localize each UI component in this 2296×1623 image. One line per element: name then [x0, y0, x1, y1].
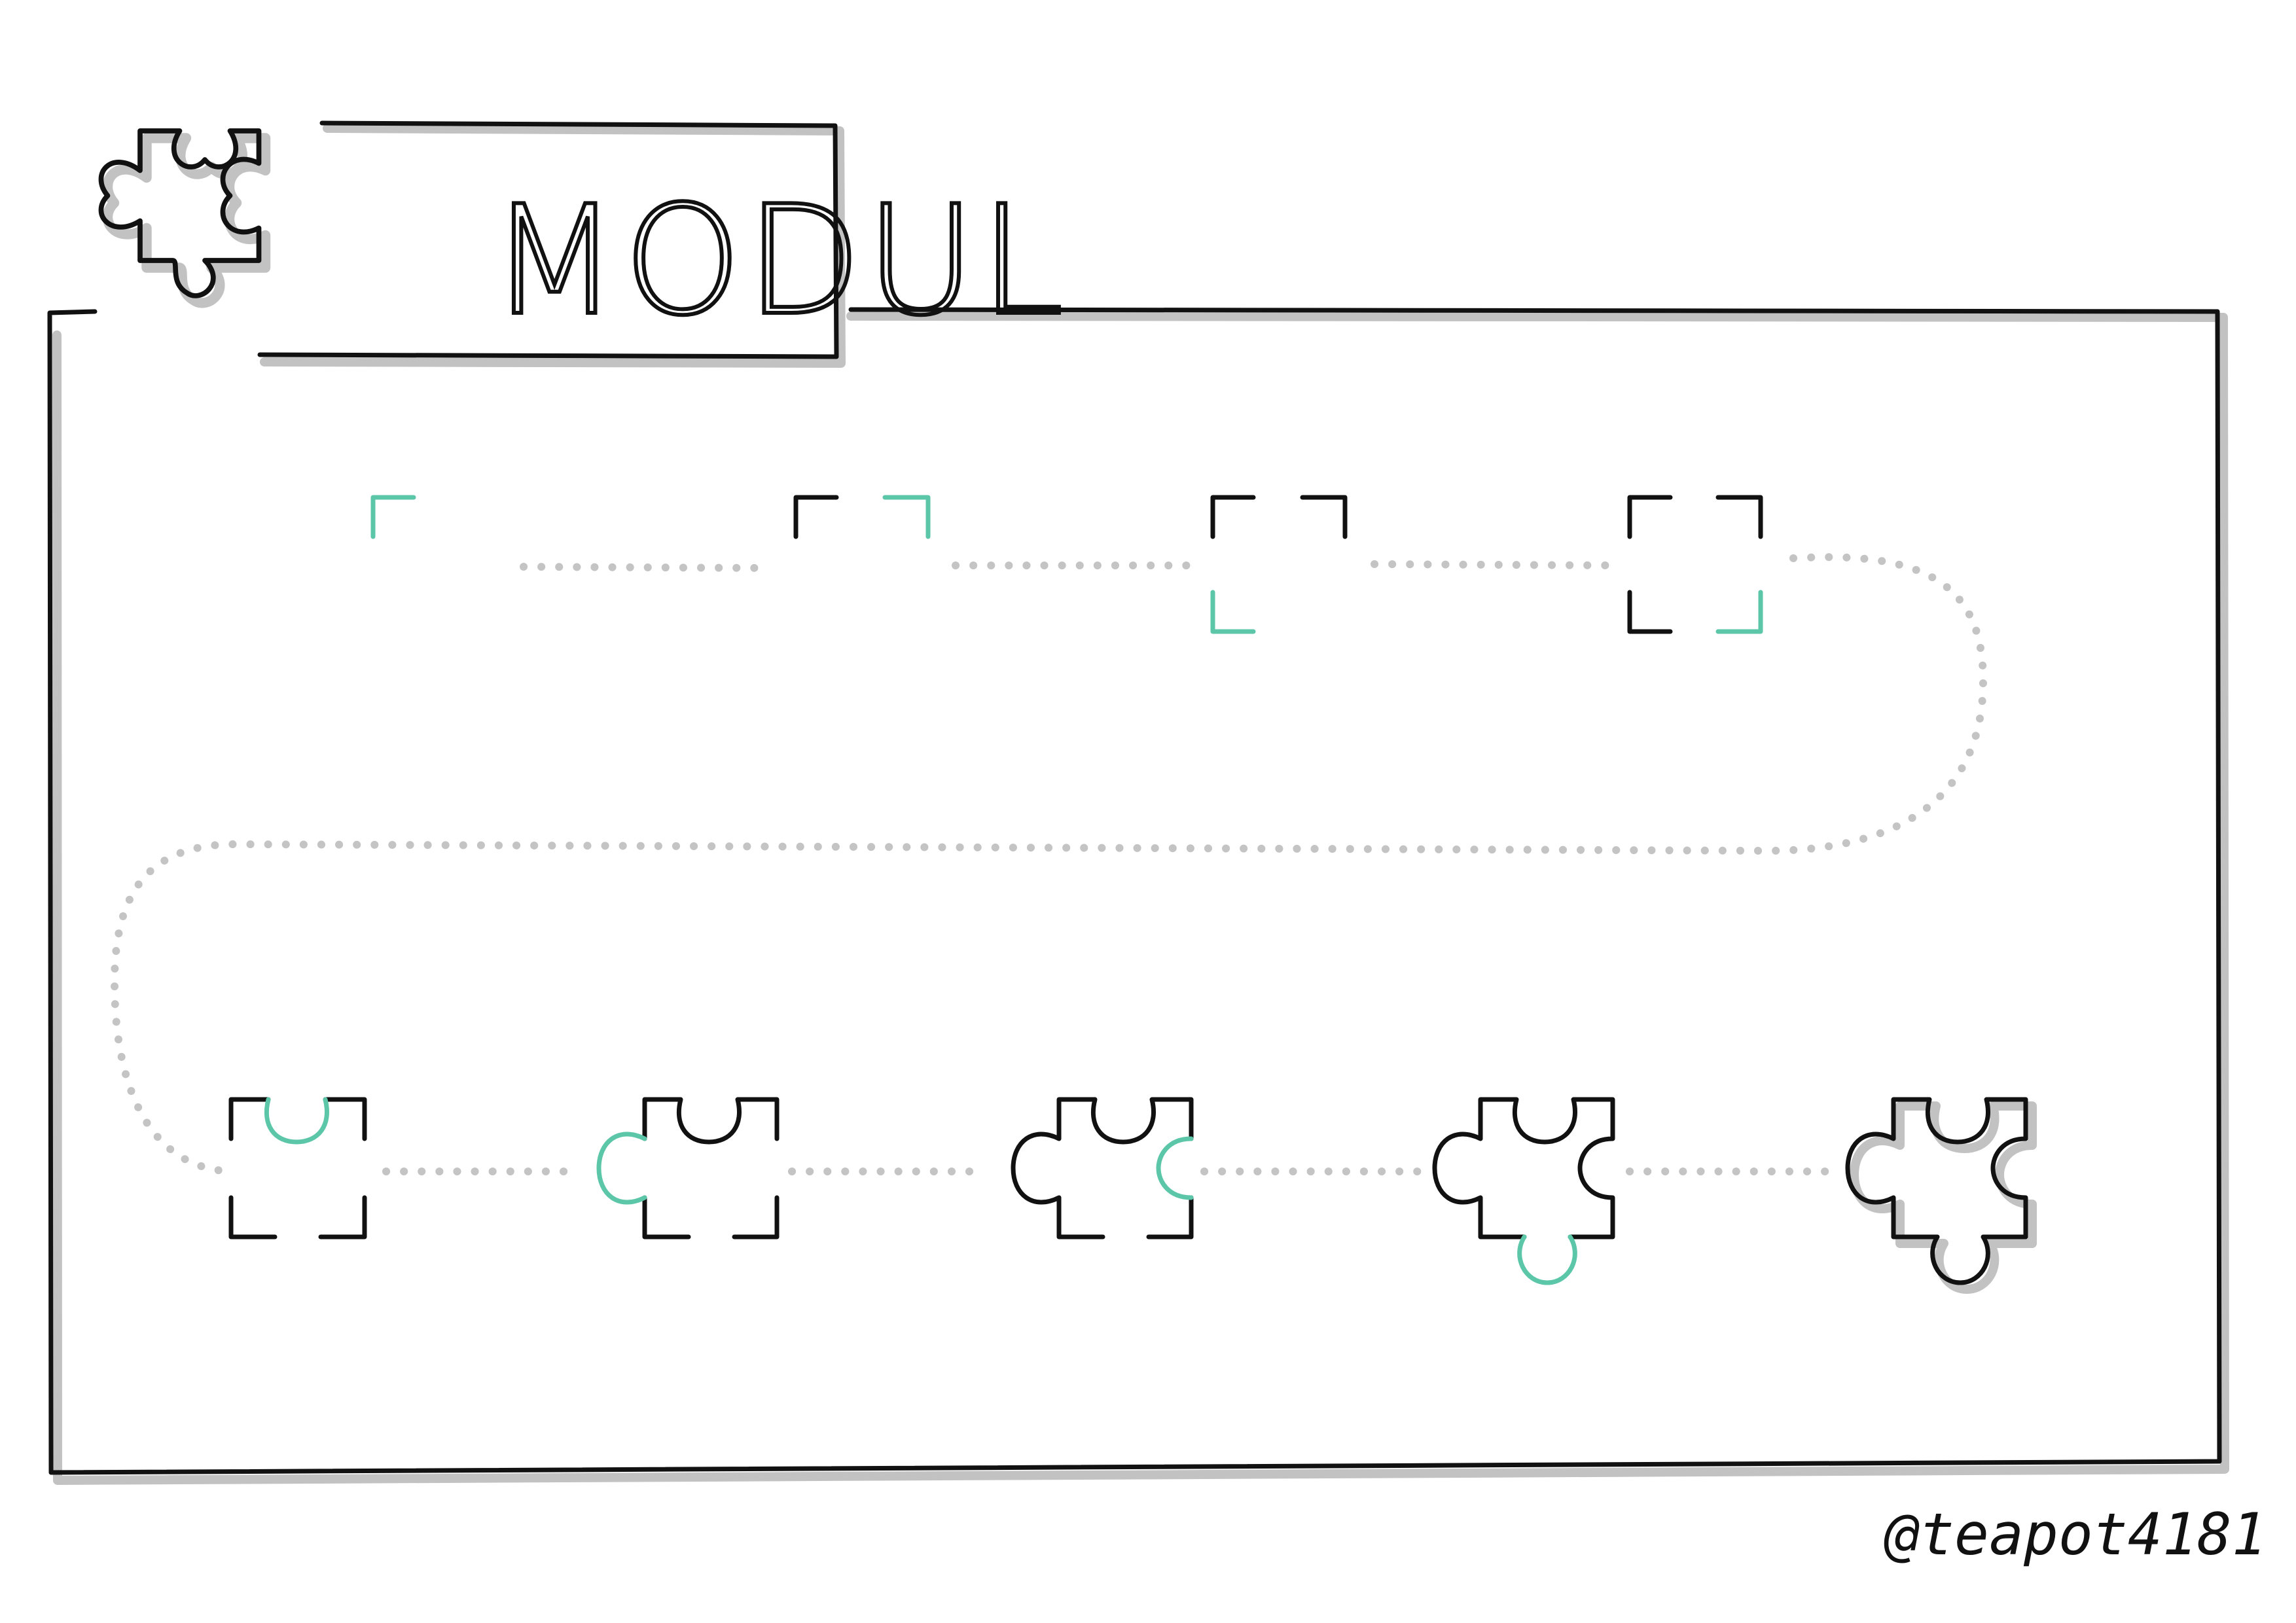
- stage-3-corners: [1210, 495, 1348, 634]
- progress-path-dotted: [110, 553, 1988, 1175]
- stage-4-corners: [1627, 495, 1763, 634]
- title-tab: MODUL: [257, 120, 1067, 368]
- puzzle-piece-icon: [98, 128, 271, 308]
- page-title: MODUL: [490, 174, 1067, 349]
- stage-9-complete-piece: [1845, 1097, 2037, 1294]
- stage-2-corners: [793, 495, 931, 539]
- author-signature: @teapot4181: [1884, 1501, 2267, 1568]
- stage-8-four-knobs: [1432, 1097, 1615, 1285]
- stage-1-corner: [370, 495, 416, 539]
- stage-5-top-knob: [228, 1097, 367, 1240]
- stage-7-three-knobs: [1011, 1097, 1194, 1240]
- main-frame: [47, 307, 2229, 1485]
- stage-6-top-left-knobs: [596, 1097, 780, 1240]
